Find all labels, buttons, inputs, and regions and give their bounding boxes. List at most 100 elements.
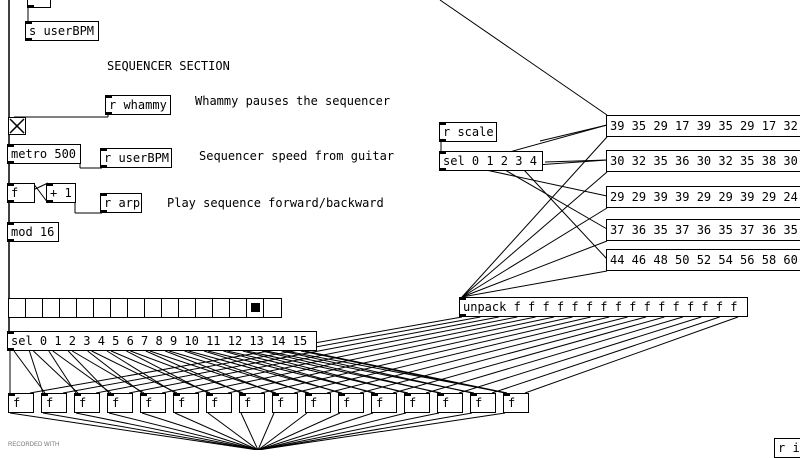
patch-cord <box>95 316 499 394</box>
scale-message-1[interactable]: 39 35 29 17 39 35 29 17 32 <box>606 115 800 137</box>
patch-cord <box>174 412 259 450</box>
sel-steps-object[interactable]: sel 0 1 2 3 4 5 6 7 8 9 10 11 12 13 14 1… <box>7 331 317 351</box>
patch-cord <box>130 350 244 394</box>
radio-cell[interactable] <box>264 299 281 317</box>
direction-comment: Play sequence forward/backward <box>167 196 384 210</box>
s-userbpm-object[interactable]: s userBPM <box>25 21 99 41</box>
top-object-fragment[interactable] <box>27 0 51 8</box>
patch-cord <box>52 350 112 394</box>
patch-cord <box>257 412 374 450</box>
radio-cell[interactable] <box>162 299 179 317</box>
mod16-object[interactable]: mod 16 <box>7 222 59 242</box>
whammy-comment: Whammy pauses the sequencer <box>195 94 391 108</box>
patch-cord <box>28 350 44 394</box>
step-radio[interactable] <box>8 298 282 318</box>
scale-message-3[interactable]: 29 29 39 39 29 29 39 29 24 <box>606 186 800 208</box>
step-float-box[interactable]: f <box>41 393 67 413</box>
patch-cord <box>257 412 275 450</box>
radio-cell[interactable] <box>145 299 162 317</box>
radio-cell[interactable] <box>26 299 43 317</box>
patch-cord <box>108 412 259 450</box>
patch-cord <box>207 412 259 450</box>
patch-cord <box>461 207 608 298</box>
patch-cord <box>266 350 475 394</box>
edge-object-fragment[interactable]: r i <box>774 438 800 458</box>
scale-message-2[interactable]: 30 32 35 36 30 32 35 38 30 <box>606 150 800 172</box>
radio-cell[interactable] <box>179 299 196 317</box>
patch-cord <box>257 412 308 450</box>
step-float-box[interactable]: f <box>305 393 331 413</box>
patch-cord <box>359 316 647 394</box>
patch-cord <box>524 316 739 394</box>
patch-cord <box>461 270 608 298</box>
patch-cord <box>544 159 608 163</box>
radio-cell[interactable] <box>196 299 213 317</box>
unpack-object[interactable]: unpack f f f f f f f f f f f f f f f f <box>459 297 748 317</box>
step-float-box[interactable]: f <box>173 393 199 413</box>
step-float-box[interactable]: f <box>437 393 463 413</box>
metro-object[interactable]: metro 500 <box>7 144 81 164</box>
patch-cord <box>491 316 720 394</box>
patch-cord <box>257 412 407 450</box>
radio-cell[interactable] <box>9 299 26 317</box>
patch-cord <box>110 350 211 394</box>
scale-message-5[interactable]: 44 46 48 50 52 54 56 58 60 <box>606 249 800 271</box>
r-scale-object[interactable]: r scale <box>439 122 497 142</box>
r-userbpm-object[interactable]: r userBPM <box>100 148 172 168</box>
patch-cord <box>128 316 518 394</box>
step-float-box[interactable]: f <box>140 393 166 413</box>
radio-cell[interactable] <box>77 299 94 317</box>
r-whammy-object[interactable]: r whammy <box>105 95 171 115</box>
step-float-box[interactable]: f <box>338 393 364 413</box>
patch-cord <box>461 136 608 298</box>
step-float-box[interactable]: f <box>74 393 100 413</box>
step-float-box[interactable]: f <box>206 393 232 413</box>
radio-cell[interactable] <box>94 299 111 317</box>
step-float-box[interactable]: f <box>8 393 34 413</box>
float-object[interactable]: f <box>7 183 35 203</box>
radio-cell[interactable] <box>111 299 128 317</box>
sel-scale-object[interactable]: sel 0 1 2 3 4 <box>439 151 543 171</box>
step-float-box[interactable]: f <box>503 393 529 413</box>
radio-cell[interactable] <box>43 299 60 317</box>
step-float-box[interactable]: f <box>371 393 397 413</box>
patch-cord <box>485 169 608 197</box>
sequencer-toggle[interactable] <box>8 117 26 135</box>
patch-cord <box>257 412 473 450</box>
radio-cell[interactable] <box>60 299 77 317</box>
patch-cord <box>207 350 376 394</box>
step-float-box[interactable]: f <box>404 393 430 413</box>
patch-cord <box>32 182 49 204</box>
step-float-box[interactable]: f <box>107 393 133 413</box>
patch-cord <box>141 412 259 450</box>
patch-cord <box>523 169 608 260</box>
radio-cell[interactable] <box>128 299 145 317</box>
patch-cord <box>9 412 259 450</box>
step-float-box[interactable]: f <box>239 393 265 413</box>
patch-cord <box>392 316 665 394</box>
step-float-box[interactable]: f <box>470 393 496 413</box>
scale-message-4[interactable]: 37 36 35 37 36 35 37 36 35 <box>606 219 800 241</box>
radio-cell[interactable] <box>247 299 264 317</box>
patch-cord <box>257 412 341 450</box>
patch-cord <box>461 240 608 298</box>
patch-cord <box>13 350 46 394</box>
radio-cell[interactable] <box>213 299 230 317</box>
patch-cord <box>240 412 259 450</box>
patch-cord <box>461 171 608 298</box>
patch-cord <box>326 316 628 394</box>
plus-one-object[interactable]: + 1 <box>46 183 76 203</box>
patch-cord <box>42 412 259 450</box>
patch-cord <box>293 316 610 394</box>
patch-cord <box>458 316 702 394</box>
radio-cell[interactable] <box>230 299 247 317</box>
r-arp-object[interactable]: r arp <box>100 193 142 213</box>
patch-cord <box>304 350 508 394</box>
sequencer-section-comment: SEQUENCER SECTION <box>107 59 230 73</box>
recorded-with-watermark: RECORDED WITH <box>8 442 60 448</box>
patch-cord <box>285 350 508 394</box>
step-float-box[interactable]: f <box>272 393 298 413</box>
patch-cord <box>75 412 259 450</box>
speed-comment: Sequencer speed from guitar <box>199 149 395 163</box>
